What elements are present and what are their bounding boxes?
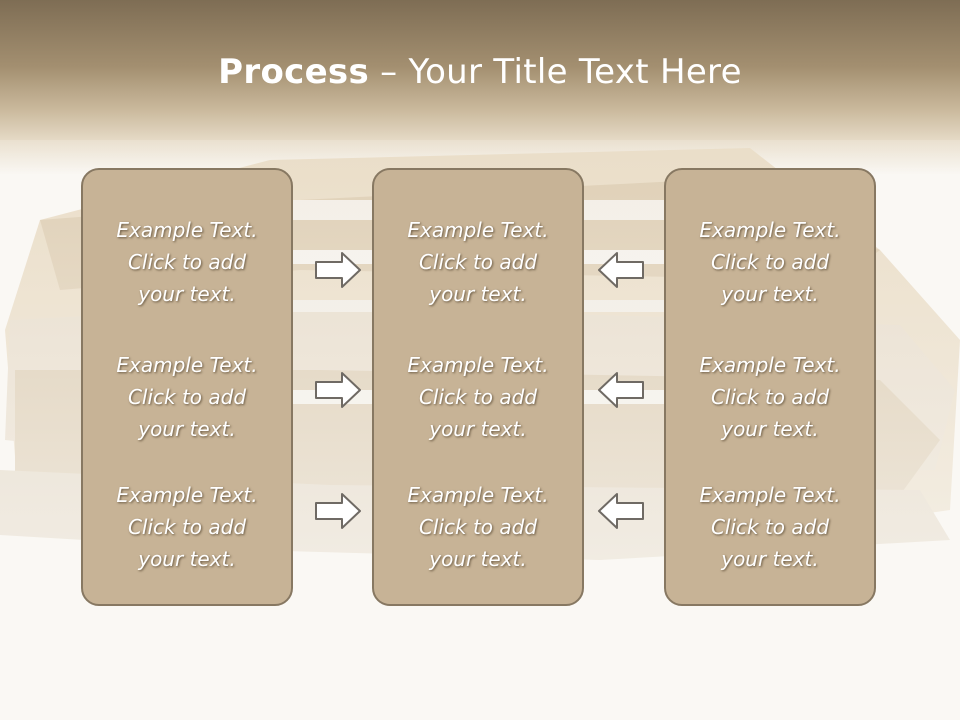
left-arrow-icon[interactable] bbox=[597, 491, 645, 531]
right-arrow-icon[interactable] bbox=[314, 491, 362, 531]
text-line: Example Text. bbox=[699, 218, 841, 242]
text-line: Example Text. bbox=[699, 353, 841, 377]
text-line: Click to add bbox=[710, 250, 830, 274]
slide-title[interactable]: Process – Your Title Text Here bbox=[0, 52, 960, 92]
text-line: your text. bbox=[429, 547, 527, 571]
text-block[interactable]: Example Text. Click to add your text. bbox=[83, 479, 291, 575]
title-bold: Process bbox=[218, 52, 370, 92]
text-line: Example Text. bbox=[116, 483, 258, 507]
text-line: Example Text. bbox=[116, 353, 258, 377]
text-line: your text. bbox=[721, 547, 819, 571]
text-block[interactable]: Example Text. Click to add your text. bbox=[83, 349, 291, 445]
text-line: your text. bbox=[429, 282, 527, 306]
text-line: your text. bbox=[138, 417, 236, 441]
text-line: your text. bbox=[138, 547, 236, 571]
text-block[interactable]: Example Text. Click to add your text. bbox=[374, 349, 582, 445]
text-block[interactable]: Example Text. Click to add your text. bbox=[374, 479, 582, 575]
text-line: Example Text. bbox=[407, 218, 549, 242]
right-arrow-icon[interactable] bbox=[314, 370, 362, 410]
text-line: Click to add bbox=[127, 250, 247, 274]
text-block[interactable]: Example Text. Click to add your text. bbox=[666, 214, 874, 310]
text-block[interactable]: Example Text. Click to add your text. bbox=[83, 214, 291, 310]
text-line: Click to add bbox=[710, 385, 830, 409]
text-block[interactable]: Example Text. Click to add your text. bbox=[666, 349, 874, 445]
text-line: Click to add bbox=[127, 385, 247, 409]
text-line: Click to add bbox=[418, 515, 538, 539]
text-line: Example Text. bbox=[407, 353, 549, 377]
left-arrow-icon[interactable] bbox=[597, 250, 645, 290]
text-line: your text. bbox=[429, 417, 527, 441]
text-line: Click to add bbox=[418, 250, 538, 274]
text-line: your text. bbox=[721, 417, 819, 441]
text-line: Click to add bbox=[127, 515, 247, 539]
text-block[interactable]: Example Text. Click to add your text. bbox=[666, 479, 874, 575]
title-rest: – Your Title Text Here bbox=[369, 52, 742, 92]
text-line: Example Text. bbox=[407, 483, 549, 507]
process-box-right[interactable]: Example Text. Click to add your text. Ex… bbox=[664, 168, 876, 606]
text-line: Example Text. bbox=[699, 483, 841, 507]
text-block[interactable]: Example Text. Click to add your text. bbox=[374, 214, 582, 310]
text-line: Click to add bbox=[710, 515, 830, 539]
process-box-center[interactable]: Example Text. Click to add your text. Ex… bbox=[372, 168, 584, 606]
text-line: Click to add bbox=[418, 385, 538, 409]
text-line: your text. bbox=[721, 282, 819, 306]
process-box-left[interactable]: Example Text. Click to add your text. Ex… bbox=[81, 168, 293, 606]
text-line: Example Text. bbox=[116, 218, 258, 242]
left-arrow-icon[interactable] bbox=[597, 370, 645, 410]
text-line: your text. bbox=[138, 282, 236, 306]
right-arrow-icon[interactable] bbox=[314, 250, 362, 290]
